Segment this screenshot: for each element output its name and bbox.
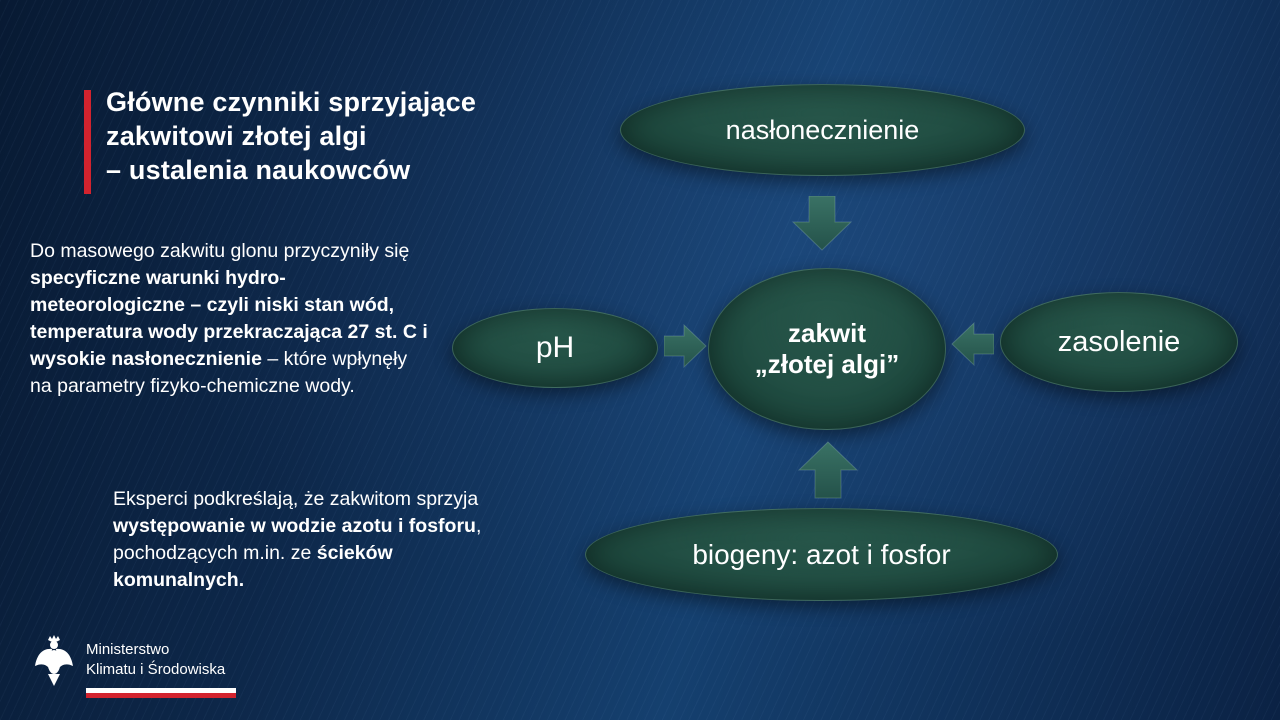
diagram-node-sunlight: nasłonecznienie (620, 84, 1025, 176)
p2-segment-bold-1: występowanie w wodzie azotu i fosforu (113, 514, 476, 537)
arrow-left-icon (950, 318, 994, 370)
eagle-emblem-icon (34, 634, 74, 695)
diagram-node-center-label: zakwit „złotej algi” (754, 318, 900, 379)
intro-paragraph: Do masowego zakwitu glonu przyczyniły si… (30, 238, 428, 399)
p2-segment-bold-2: ścieków komunalnych. (113, 541, 393, 591)
diagram-node-salinity: zasolenie (1000, 292, 1238, 392)
title-line-3: – ustalenia naukowców (106, 154, 411, 185)
experts-paragraph: Eksperci podkreślają, że zakwitom sprzyj… (113, 486, 491, 594)
ministry-name-line-2: Klimatu i Środowiska (86, 661, 226, 679)
title-accent-bar (84, 90, 91, 194)
ministry-logo: Ministerstwo Klimatu i Środowiska (34, 634, 236, 698)
diagram-node-biogens-label: biogeny: azot i fosfor (692, 538, 951, 570)
arrow-up-icon (793, 438, 863, 500)
flag-white-stripe (86, 687, 236, 693)
diagram-node-ph-label: pH (535, 331, 575, 364)
p1-segment-normal-2: – które wpłynęły na parametry fizyko-che… (30, 347, 408, 397)
diagram-node-biogens: biogeny: azot i fosfor (585, 508, 1058, 601)
p1-segment-normal-1: Do masowego zakwitu glonu przyczyniły si… (30, 240, 410, 262)
flag-red-stripe (86, 692, 236, 698)
p2-segment-normal-2: , pochodzących m.in. ze (113, 514, 482, 564)
diagram-node-sunlight-label: nasłonecznienie (725, 114, 920, 145)
ministry-name: Ministerstwo Klimatu i Środowiska (86, 634, 236, 698)
diagram-node-ph: pH (452, 308, 658, 388)
p1-segment-bold-1: specyficzne warunki hydro-meteorologiczn… (30, 266, 428, 370)
diagram-node-center-bloom: zakwit „złotej algi” (708, 268, 946, 430)
title-line-1: Główne czynniki sprzyjające (106, 87, 477, 117)
p2-segment-normal-1: Eksperci podkreślają, że zakwitom sprzyj… (113, 488, 479, 510)
title-block: Główne czynniki sprzyjające zakwitowi zł… (84, 86, 476, 194)
poland-flag-stripes (86, 687, 236, 698)
arrow-right-icon (664, 320, 708, 372)
arrow-down-icon (787, 196, 857, 252)
diagram-node-salinity-label: zasolenie (1057, 325, 1181, 358)
page-title: Główne czynniki sprzyjające zakwitowi zł… (106, 86, 476, 194)
ministry-name-line-1: Ministerstwo (86, 641, 170, 658)
title-line-2: zakwitowi złotej algi (106, 120, 367, 151)
